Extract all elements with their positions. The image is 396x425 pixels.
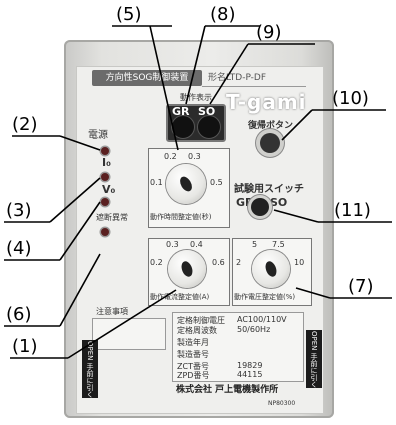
current-dial-label: 動作電流整定値(A) — [150, 293, 210, 301]
serial-label: 製造番号 — [177, 350, 209, 359]
callout-2: (2) — [12, 114, 38, 135]
rating-freq-label: 定格周波数 — [177, 326, 217, 335]
notes-box — [92, 318, 166, 350]
current-tick-1: 0.3 — [166, 240, 179, 249]
callout-4: (4) — [6, 238, 32, 259]
display-gr-label: GR — [172, 105, 190, 118]
open-tab-left[interactable]: OPEN 手前に引く — [82, 340, 98, 398]
rating-freq-value: 50/60Hz — [237, 325, 271, 334]
part-number: NP80300 — [268, 400, 296, 407]
time-tick-3: 0.1 — [150, 178, 163, 187]
voltage-dial-label: 動作電圧整定値(%) — [234, 293, 296, 301]
manufacturer: 株式会社 戸上電機製作所 — [176, 385, 279, 395]
callout-6: (6) — [6, 304, 32, 325]
callout-9: (9) — [256, 22, 282, 43]
device-title: 方向性SOG制御装置 — [92, 70, 202, 86]
zpd-value: 44115 — [237, 370, 263, 379]
callout-10: (10) — [332, 88, 369, 109]
reset-label: 復帰ボタン — [248, 121, 294, 131]
callout-3: (3) — [6, 200, 32, 221]
callout-11: (11) — [334, 200, 371, 221]
power-label: 電源 — [88, 130, 108, 141]
time-dial-label: 動作時間整定値(秒) — [150, 213, 212, 221]
callout-7: (7) — [348, 276, 374, 297]
notes-title: 注意事項 — [96, 307, 128, 316]
voltage-tick-4: 10 — [294, 258, 305, 267]
test-gr-label: GR — [236, 196, 254, 209]
open-tab-right[interactable]: OPEN 手前に引く — [306, 330, 322, 388]
rating-box: 定格制御電圧 AC100/110V 定格周波数 50/60Hz 製造年月 製造番… — [172, 312, 304, 382]
current-tick-3: 0.2 — [150, 258, 163, 267]
zct-label: ZCT番号 — [177, 362, 209, 371]
current-tick-4: 0.6 — [212, 258, 225, 267]
voltage-tick-2: 7.5 — [272, 240, 285, 249]
mfg-date-label: 製造年月 — [177, 338, 209, 347]
time-tick-2: 0.3 — [188, 152, 201, 161]
reset-button[interactable] — [260, 133, 280, 153]
test-switch[interactable] — [251, 198, 269, 216]
brand-logo: T-gami — [226, 90, 307, 114]
so-indicator — [197, 115, 221, 139]
rating-voltage-value: AC100/110V — [237, 315, 287, 324]
breaker-led — [101, 228, 109, 236]
vo-label: V₀ — [102, 183, 116, 196]
time-tick-1: 0.2 — [164, 152, 177, 161]
voltage-tick-3: 2 — [236, 258, 242, 267]
rating-voltage-label: 定格制御電圧 — [177, 316, 225, 325]
power-led — [101, 147, 109, 155]
io-led — [101, 173, 109, 181]
vo-led — [101, 198, 109, 206]
display-so-label: SO — [198, 105, 216, 118]
voltage-tick-1: 5 — [252, 240, 258, 249]
zpd-label: ZPD番号 — [177, 371, 210, 380]
time-tick-4: 0.5 — [210, 178, 223, 187]
test-switch-label: 試験用スイッチ — [234, 184, 304, 195]
io-label: I₀ — [102, 156, 111, 169]
breaker-label: 遮断異常 — [96, 213, 128, 222]
test-so-label: SO — [270, 196, 288, 209]
device-model: 形名LTD-P-DF — [202, 70, 306, 87]
current-tick-2: 0.4 — [190, 240, 203, 249]
callout-5: (5) — [116, 4, 142, 25]
callout-8: (8) — [210, 4, 236, 25]
zct-value: 19829 — [237, 361, 263, 370]
callout-1: (1) — [12, 336, 38, 357]
time-dial-box — [148, 148, 230, 228]
display-label: 動作表示 — [180, 93, 212, 102]
